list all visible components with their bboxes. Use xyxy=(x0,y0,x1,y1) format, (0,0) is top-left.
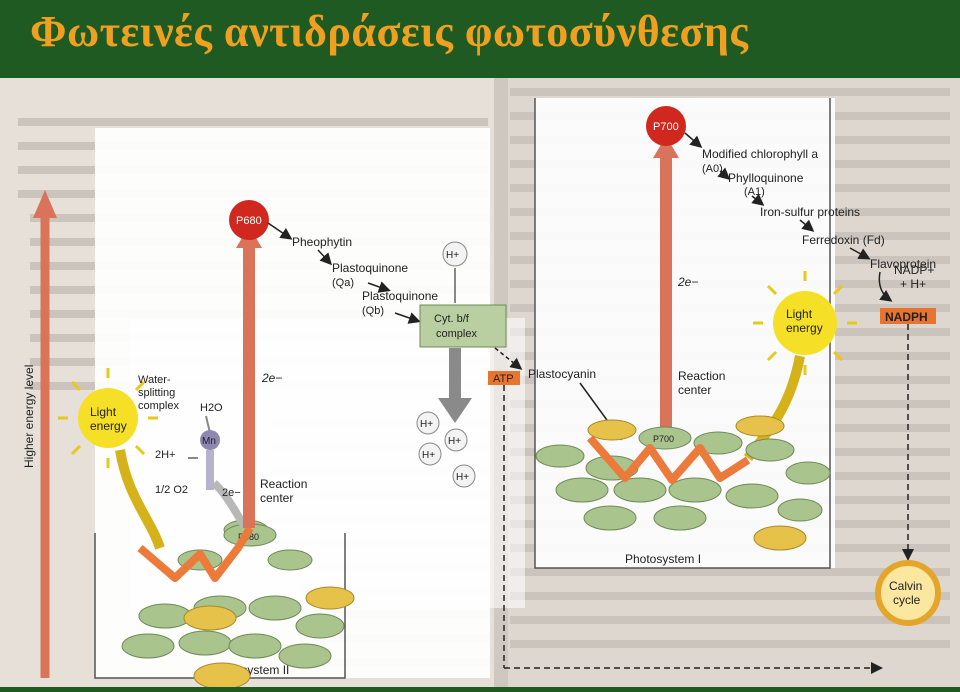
arrow-to-a1 xyxy=(717,167,731,180)
svg-text:H+: H+ xyxy=(422,450,435,461)
qa-label: (Qa) xyxy=(332,277,354,289)
nadph-box xyxy=(880,308,936,324)
ps1-light-energy-line1: Light xyxy=(786,307,813,321)
cyt-bf-line1: Cyt. b/f xyxy=(434,313,470,325)
arrow-to-plastoquinone-a xyxy=(317,249,333,266)
plastoquinone-b-label: Plastoquinone xyxy=(362,289,438,303)
atp-label: ATP xyxy=(493,373,514,385)
nadph-label: NADPH xyxy=(885,310,928,324)
ps2-energy-transfer-zigzag xyxy=(137,525,254,582)
a0-label: (A0) xyxy=(702,163,723,175)
flavoprotein-label: Flavoprotein xyxy=(870,257,936,271)
ps2-light-energy-line2: energy xyxy=(90,419,127,433)
proton-arrow-shaft xyxy=(449,348,461,398)
arrow-to-cyt-bf xyxy=(394,312,421,324)
ps1-yellow-disc xyxy=(735,415,785,437)
svg-text:H+: H+ xyxy=(448,436,461,447)
energy-axis-label: Higher energy level xyxy=(22,365,36,468)
ps1-reaction-center-line2: center xyxy=(678,383,711,397)
cyt-bf-line2: complex xyxy=(436,328,477,340)
h-plus-bottom-4: H+ xyxy=(452,464,476,488)
ps2-yellow-disc xyxy=(183,605,237,631)
svg-text:H+: H+ xyxy=(446,250,459,261)
page-title: Φωτεινές αντιδράσεις φωτοσύνθεσης xyxy=(30,7,749,56)
p700-label: P700 xyxy=(653,121,679,133)
ps1-reaction-center-line1: Reaction xyxy=(678,369,725,383)
arrow-to-pheophytin xyxy=(267,222,293,240)
ps1-energy-transfer-zigzag xyxy=(586,435,751,484)
ferredoxin-label: Ferredoxin (Fd) xyxy=(802,233,885,247)
p700-base-label: P700 xyxy=(653,434,674,444)
modified-chl-label: Modified chlorophyll a xyxy=(702,147,818,161)
iron-sulfur-label: Iron-sulfur proteins xyxy=(760,205,860,219)
h2o-label: H2O xyxy=(200,402,223,414)
ps1-excitation-arrow xyxy=(660,148,672,438)
two-e-high-label: 2e− xyxy=(261,371,282,385)
atp-box xyxy=(488,371,520,385)
photosynthesis-diagram: Photosystem II Photosystem I Higher ener… xyxy=(0,78,960,687)
ps2-light-beam xyxy=(115,449,165,550)
ps1-yellow-disc xyxy=(753,525,807,551)
calvin-line2: cycle xyxy=(893,593,921,607)
plastocyanin-label: Plastocyanin xyxy=(528,367,596,381)
ps1-yellow-disc xyxy=(587,419,637,441)
phylloquinone-label: Phylloquinone xyxy=(728,171,804,185)
ps2-yellow-disc xyxy=(193,662,251,687)
proton-arrowhead xyxy=(438,398,472,423)
ps1-light-energy-line2: energy xyxy=(786,321,823,335)
p700-circle xyxy=(646,106,686,146)
h-plus-label: + H+ xyxy=(900,277,926,291)
ps2-yellow-disc xyxy=(305,586,355,610)
qb-label: (Qb) xyxy=(362,305,384,317)
calvin-line1: Calvin xyxy=(889,579,922,593)
arrow-to-a0 xyxy=(684,132,703,148)
p680-label: P680 xyxy=(236,215,262,227)
title-bar: Φωτεινές αντιδράσεις φωτοσύνθεσης xyxy=(0,0,960,78)
ps2-reaction-center-line1: Reaction xyxy=(260,477,307,491)
h-plus-bottom-2: H+ xyxy=(444,428,468,452)
pheophytin-label: Pheophytin xyxy=(292,235,352,249)
arrow-to-flavoprotein xyxy=(849,247,871,260)
ps1-excitation-arrowhead xyxy=(653,136,679,158)
cyt-bf-complex-box xyxy=(419,304,507,348)
plastoquinone-a-label: Plastoquinone xyxy=(332,261,408,275)
ps2-excitation-arrow xyxy=(243,238,255,528)
h-plus-bottom-1: H+ xyxy=(416,411,440,435)
bottom-bar xyxy=(0,687,960,692)
mn-stalk xyxy=(206,450,214,490)
nadp-plus-label: NADP+ xyxy=(894,263,934,277)
arrow-to-plastocyanin xyxy=(494,347,523,370)
ps2-reaction-center-line2: center xyxy=(260,491,293,505)
sun-icon xyxy=(753,271,857,375)
water-splitting-line1: Water- xyxy=(138,374,171,386)
h-plus-bottom-3: H+ xyxy=(418,442,442,466)
ps1-label: Photosystem I xyxy=(625,552,701,566)
sun-icon xyxy=(58,368,158,468)
water-splitting-line2: splitting xyxy=(138,387,175,399)
svg-text:H+: H+ xyxy=(456,472,469,483)
diagram-photo: Photosystem II Photosystem I Higher ener… xyxy=(0,78,960,687)
two-e-low-label: 2e− xyxy=(222,487,241,499)
ps2-light-energy-line1: Light xyxy=(90,405,117,419)
arrow-to-ferredoxin xyxy=(799,219,815,232)
p700-base-disc xyxy=(638,426,692,450)
calvin-cycle-ring xyxy=(875,560,941,626)
two-h-plus-label: 2H+ xyxy=(155,449,176,461)
mn-circle xyxy=(200,430,220,450)
half-o2-label: 1/2 O2 xyxy=(155,484,188,496)
ps1-two-e-label: 2e− xyxy=(677,275,698,289)
arrow-to-plastoquinone-b xyxy=(367,281,391,293)
p680-circle xyxy=(229,200,269,240)
energy-axis-arrowhead xyxy=(33,190,57,218)
water-splitting-line3: complex xyxy=(138,400,179,412)
h-plus-top: H+ xyxy=(442,241,468,267)
svg-text:H+: H+ xyxy=(420,419,433,430)
a1-label: (A1) xyxy=(744,186,765,198)
arrow-to-nadp xyxy=(878,271,893,302)
arrow-to-iron-sulfur xyxy=(751,193,765,206)
mn-label: Mn xyxy=(202,436,216,447)
